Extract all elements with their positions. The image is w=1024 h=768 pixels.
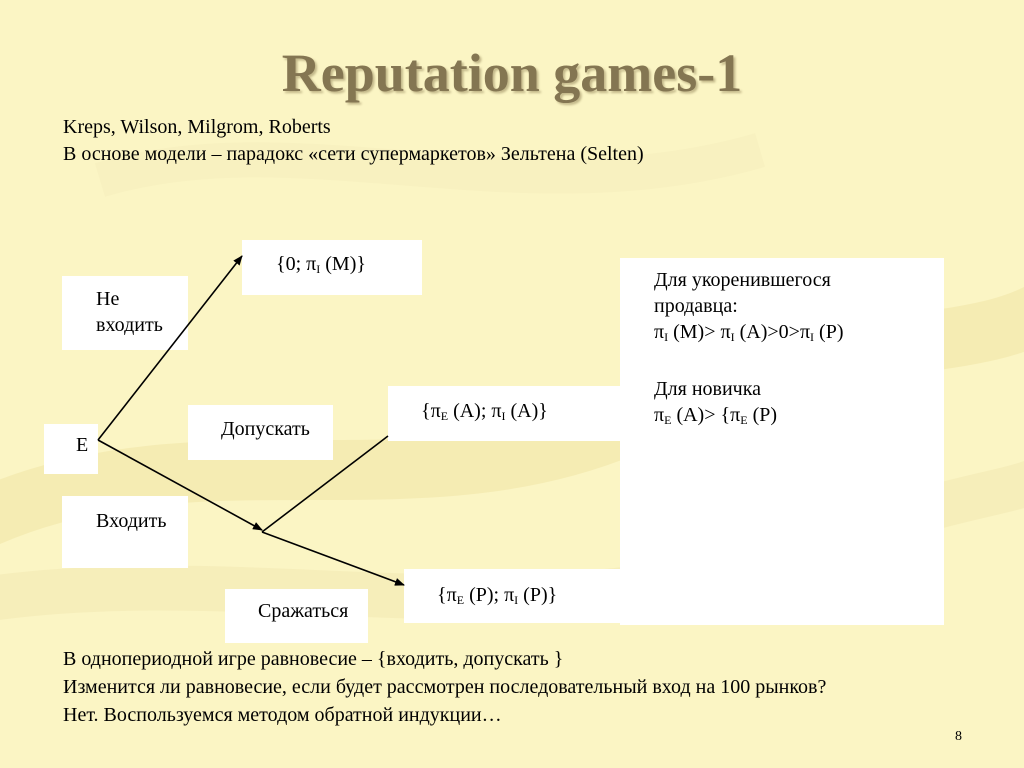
accommodate-box bbox=[188, 405, 333, 460]
accommodate-label: Допускать bbox=[221, 418, 310, 440]
stay-out-label: Не входить bbox=[96, 288, 163, 336]
payoff-accommodate-box bbox=[388, 386, 620, 441]
authors-line: Kreps, Wilson, Milgrom, Roberts bbox=[63, 116, 331, 138]
conclusion-text: В однопериодной игре равновесие – {входи… bbox=[63, 645, 826, 729]
incumbent-heading-cont: продавца: bbox=[654, 295, 738, 317]
payoff-out-label: {0; πI (M)} bbox=[276, 253, 366, 276]
edge-enter bbox=[97, 439, 263, 531]
page-number: 8 bbox=[955, 729, 962, 744]
root-node-box bbox=[44, 424, 98, 474]
newcomer-heading: Для новичка bbox=[654, 378, 762, 400]
edge-stay-out bbox=[97, 255, 243, 441]
enter-label: Входить bbox=[96, 510, 167, 532]
answer-line: Нет. Воспользуемся методом обратной инду… bbox=[63, 704, 502, 726]
incumbent-inequality: πI (M)> πI (A)>0>πI (P) bbox=[654, 321, 844, 344]
stay-out-box bbox=[62, 276, 188, 350]
payoff-out-box bbox=[242, 240, 422, 295]
payoff-fight-box bbox=[404, 569, 624, 623]
root-node-label: E bbox=[76, 434, 89, 456]
newcomer-inequality: πE (A)> {πE (P) bbox=[654, 404, 778, 427]
intro-text: Kreps, Wilson, Milgrom, Roberts В основе… bbox=[63, 114, 644, 168]
question-line: Изменится ли равновесие, если будет расс… bbox=[63, 676, 827, 698]
model-basis-line: В основе модели – парадокс «сети суперма… bbox=[63, 143, 644, 165]
enter-box bbox=[62, 496, 188, 568]
info-box-text: Для укоренившегося продавца: πI (M)> πI … bbox=[654, 267, 938, 433]
incumbent-heading: Для укоренившегося bbox=[654, 269, 831, 291]
payoff-accommodate-label: {πE (A); πI (A)} bbox=[421, 400, 548, 423]
pi-symbol: π bbox=[306, 253, 317, 275]
slide-title: Reputation games-1 bbox=[281, 43, 743, 103]
info-box bbox=[620, 258, 944, 625]
payoff-fight-label: {πE (P); πI (P)} bbox=[437, 584, 558, 607]
edge-fight bbox=[261, 531, 405, 586]
fight-box bbox=[225, 589, 368, 643]
fight-label: Сражаться bbox=[258, 600, 349, 622]
edge-accommodate bbox=[261, 435, 389, 533]
equilibrium-line: В однопериодной игре равновесие – {входи… bbox=[63, 648, 564, 670]
